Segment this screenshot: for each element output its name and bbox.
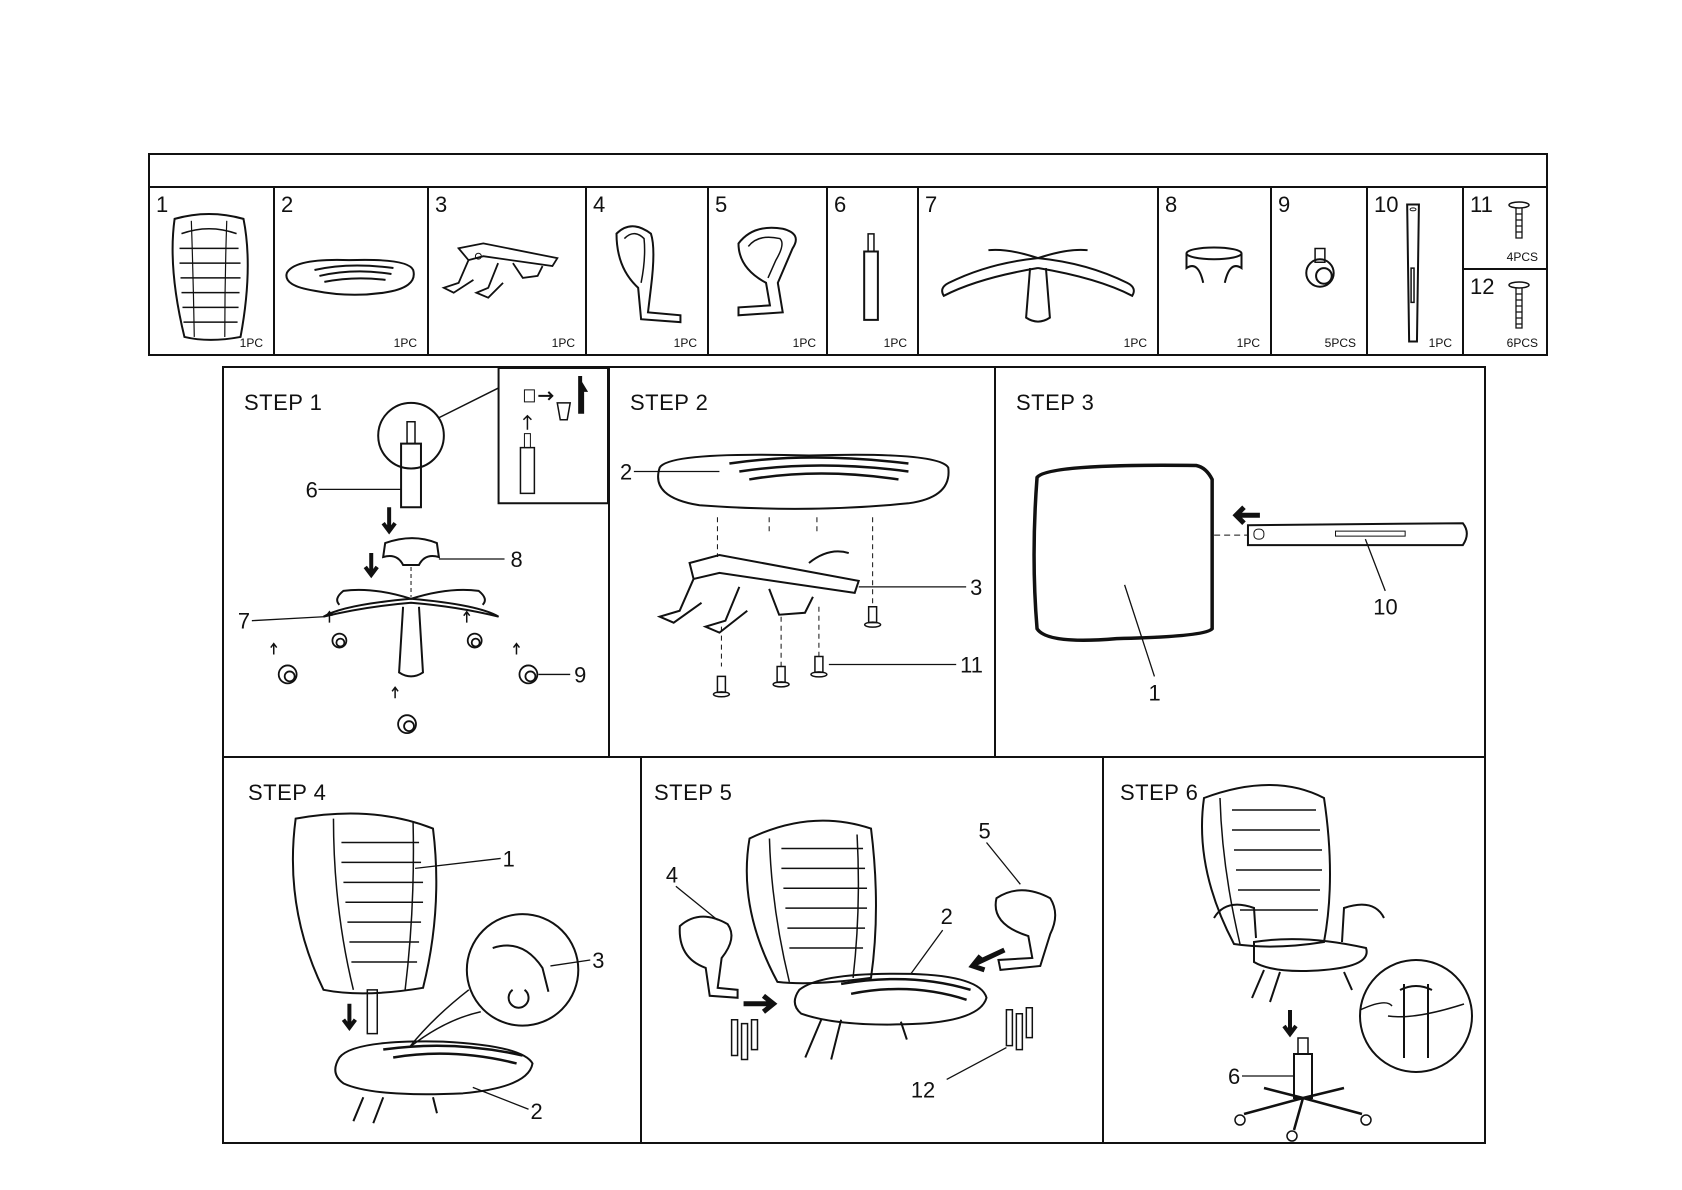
part-quantity: 1PC bbox=[792, 336, 816, 350]
step-1-panel: STEP 1 bbox=[224, 368, 610, 758]
callout-6: 6 bbox=[1228, 1064, 1240, 1089]
gas-lift-icon bbox=[828, 188, 917, 356]
callout-2: 2 bbox=[620, 459, 632, 484]
part-quantity: 1PC bbox=[393, 336, 417, 350]
tilt-mechanism-icon bbox=[429, 188, 585, 356]
part-cell-1: 1 1PC bbox=[150, 188, 275, 356]
part-quantity: 1PC bbox=[1236, 336, 1260, 350]
step-4-panel: STEP 4 1 3 2 bbox=[224, 758, 642, 1144]
long-screw-icon bbox=[1464, 188, 1548, 356]
callout-1: 1 bbox=[1148, 680, 1160, 705]
star-base-icon bbox=[919, 188, 1157, 356]
short-screw-icon bbox=[1464, 188, 1548, 356]
step-title: STEP 5 bbox=[654, 780, 733, 805]
callout-3: 3 bbox=[970, 575, 982, 600]
part-quantity: 1PC bbox=[239, 336, 263, 350]
part-number: 2 bbox=[281, 192, 294, 217]
left-armrest-icon bbox=[587, 188, 707, 356]
step-3-panel: STEP 3 1 10 bbox=[996, 368, 1486, 758]
part-cell-6: 6 1PC bbox=[828, 188, 919, 356]
part-number: 11 bbox=[1470, 192, 1493, 217]
step-title: STEP 3 bbox=[1016, 390, 1095, 415]
inset-box bbox=[499, 368, 608, 503]
step-title: STEP 2 bbox=[630, 390, 709, 415]
seat-cushion-icon bbox=[275, 188, 427, 356]
callout-4: 4 bbox=[666, 862, 678, 887]
step-1-diagram: 6 8 7 9 bbox=[238, 368, 608, 756]
callout-9: 9 bbox=[574, 662, 586, 687]
part-cell-8: 8 1PC bbox=[1159, 188, 1272, 356]
part-cell-2: 2 1PC bbox=[275, 188, 429, 356]
callout-5: 5 bbox=[979, 818, 991, 843]
right-armrest-icon bbox=[709, 188, 826, 356]
callout-11: 11 bbox=[960, 652, 983, 677]
part-cell-3: 3 1PC bbox=[429, 188, 587, 356]
part-number: 9 bbox=[1278, 192, 1291, 217]
callout-1: 1 bbox=[503, 846, 515, 871]
parts-list: 1 1PC 2 1PC 3 1PC 4 1PC bbox=[148, 153, 1548, 356]
part-number: 5 bbox=[715, 192, 728, 217]
part-number: 8 bbox=[1165, 192, 1178, 217]
caster-icon bbox=[1272, 188, 1366, 356]
callout-8: 8 bbox=[511, 547, 523, 572]
part-quantity: 1PC bbox=[551, 336, 575, 350]
parts-list-header bbox=[150, 155, 1546, 188]
part-quantity: 4PCS bbox=[1506, 250, 1538, 264]
part-cell-9: 9 5PCS bbox=[1272, 188, 1368, 356]
callout-6: 6 bbox=[306, 477, 318, 502]
part-number: 3 bbox=[435, 192, 448, 217]
part-number: 7 bbox=[925, 192, 938, 217]
callout-7: 7 bbox=[238, 609, 250, 634]
back-bar-icon bbox=[1368, 188, 1462, 356]
step-3-diagram: 1 10 bbox=[996, 368, 1486, 705]
part-number: 4 bbox=[593, 192, 606, 217]
part-cell-7: 7 1PC bbox=[919, 188, 1159, 356]
callout-2: 2 bbox=[941, 904, 953, 929]
part-number: 10 bbox=[1374, 192, 1399, 217]
part-number: 12 bbox=[1470, 274, 1495, 299]
part-cell-4: 4 1PC bbox=[587, 188, 709, 356]
step-title: STEP 4 bbox=[248, 780, 327, 805]
part-quantity: 5PCS bbox=[1324, 336, 1356, 350]
step-4-diagram: 1 3 2 bbox=[224, 758, 604, 1124]
step-title: STEP 1 bbox=[244, 390, 323, 415]
part-number: 1 bbox=[156, 192, 169, 217]
step-2-panel: STEP 2 bbox=[610, 368, 996, 758]
part-cell-11-12: 11 4PCS 12 6PCS bbox=[1464, 188, 1548, 356]
part-quantity: 1PC bbox=[883, 336, 907, 350]
step-6-diagram: 6 bbox=[1104, 758, 1486, 1144]
part-quantity: 6PCS bbox=[1506, 336, 1538, 350]
part-quantity: 1PC bbox=[673, 336, 697, 350]
part-cell-10: 10 1PC bbox=[1368, 188, 1464, 356]
step-title: STEP 6 bbox=[1120, 780, 1199, 805]
callout-12: 12 bbox=[911, 1077, 935, 1102]
backrest-icon bbox=[150, 188, 273, 356]
step-5-diagram: 4 5 2 12 bbox=[666, 818, 1102, 1102]
lift-cover-icon bbox=[1159, 188, 1270, 356]
part-cell-5: 5 1PC bbox=[709, 188, 828, 356]
part-number: 6 bbox=[834, 192, 847, 217]
callout-10: 10 bbox=[1373, 595, 1397, 620]
step-6-panel: STEP 6 6 bbox=[1104, 758, 1486, 1144]
step-2-diagram: 2 3 11 bbox=[620, 368, 983, 756]
assembly-steps: STEP 1 bbox=[222, 366, 1486, 1144]
part-quantity: 1PC bbox=[1428, 336, 1452, 350]
callout-3: 3 bbox=[592, 948, 604, 973]
part-quantity: 1PC bbox=[1123, 336, 1147, 350]
part-cell-divider bbox=[1464, 268, 1548, 270]
step-5-panel: STEP 5 bbox=[642, 758, 1104, 1144]
callout-2: 2 bbox=[531, 1099, 543, 1124]
